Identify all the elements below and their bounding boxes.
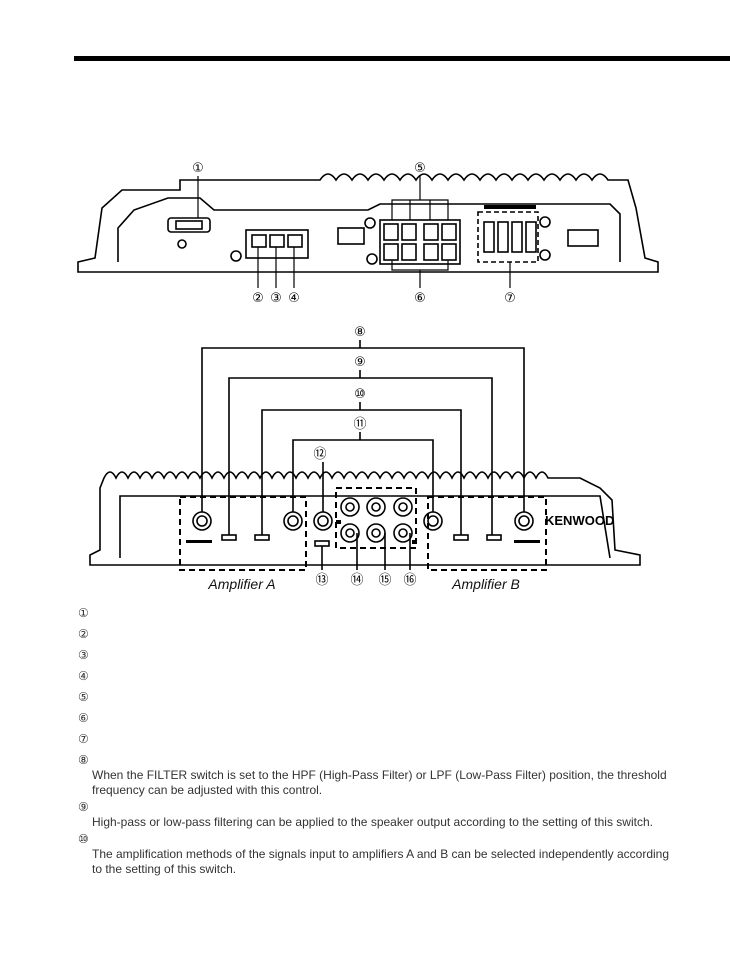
legend-item: ④ [78,669,678,690]
legend-item: ⑨ High-pass or low-pass filtering can be… [78,800,678,830]
legend-marker: ⑧ [78,753,89,767]
callout-5-top: ⑤ [414,161,426,176]
callout-1-top: ① [192,161,204,176]
legend-description: When the FILTER switch is set to the HPF… [92,768,667,797]
legend-item: ⑦ [78,732,678,753]
callout-7-top: ⑦ [504,291,516,306]
legend-item: ① [78,606,678,627]
amplifier-diagram: ① ⑤ ② ③ ④ ⑥ ⑦ KENWOOD [77,161,659,592]
legend-item: ⑩ The amplification methods of the signa… [78,832,678,877]
legend-item: ⑧ When the FILTER switch is set to the H… [78,753,678,798]
header-rule [74,56,730,61]
panel-marks [186,520,540,544]
legend-marker: ⑥ [78,711,89,725]
callout-6-top: ⑥ [414,291,426,306]
legend-item: ② [78,627,678,648]
legend-marker: ④ [78,669,89,683]
legend-description: The amplification methods of the signals… [92,847,670,876]
legend-list: ① ② ③ ④ ⑤ ⑥ ⑦ ⑧ When the FILTER switch i… [78,606,678,879]
rear-panel-view [77,173,659,273]
legend-marker: ⑨ [78,800,89,814]
amplifier-b-label: Amplifier B [451,576,520,592]
legend-marker: ⑩ [78,832,89,846]
legend-marker: ① [78,606,89,620]
callout-12: ⑫ [313,447,326,462]
callout-11: ⑪ [353,417,366,432]
top-leaders [197,176,511,288]
legend-marker: ③ [78,648,89,662]
legend-marker: ⑤ [78,690,89,704]
legend-marker: ⑦ [78,732,89,746]
callout-10: ⑩ [354,387,366,402]
bottom-leaders [201,340,525,570]
legend-description: High-pass or low-pass filtering can be a… [92,815,653,829]
legend-marker: ② [78,627,89,641]
callout-3-top: ③ [270,291,282,306]
front-panel-view [89,471,641,571]
callout-2-top: ② [252,291,264,306]
bridge-bar [484,205,536,209]
callout-9: ⑨ [354,355,366,370]
brand-logo: KENWOOD [545,513,614,528]
callout-13: ⑬ [315,573,328,588]
callout-16: ⑯ [403,573,416,588]
callout-14: ⑭ [350,573,363,588]
callout-8: ⑧ [354,325,366,340]
legend-item: ⑥ [78,711,678,732]
callout-4-top: ④ [288,291,300,306]
amplifier-a-label: Amplifier A [207,576,275,592]
callout-15: ⑮ [378,573,391,588]
legend-item: ③ [78,648,678,669]
legend-item: ⑤ [78,690,678,711]
